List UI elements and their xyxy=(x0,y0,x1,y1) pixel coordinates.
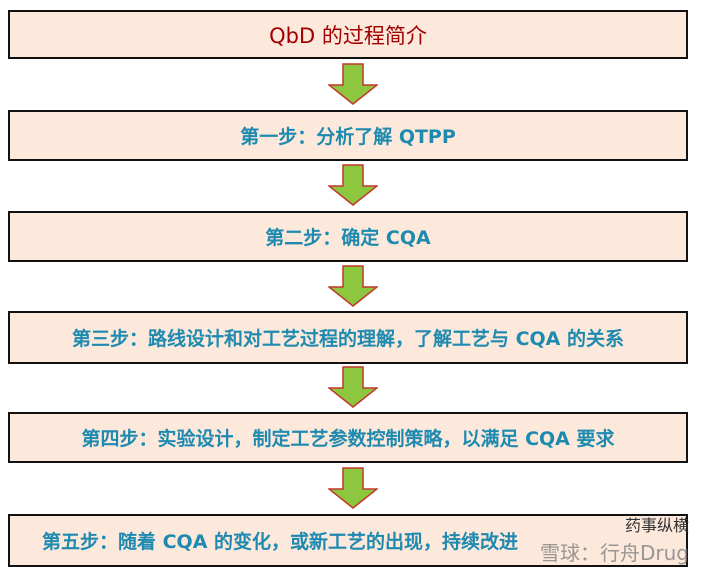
down-arrow-icon xyxy=(328,164,378,206)
down-arrow-icon xyxy=(328,63,378,105)
step-2-box: 第二步：确定 CQA xyxy=(8,211,688,262)
down-arrow-icon xyxy=(328,366,378,408)
step-1-box: 第一步：分析了解 QTPP xyxy=(8,110,688,161)
step-3-box: 第三步：路线设计和对工艺过程的理解，了解工艺与 CQA 的关系 xyxy=(8,311,688,364)
step-4-box: 第四步：实验设计，制定工艺参数控制策略，以满足 CQA 要求 xyxy=(8,412,688,463)
title-box: QbD 的过程简介 xyxy=(8,10,688,59)
down-arrow-icon xyxy=(328,265,378,307)
down-arrow-icon xyxy=(328,467,378,509)
step-5-box: 第五步：随着 CQA 的变化，或新工艺的出现，持续改进 xyxy=(8,514,688,567)
step-4-text: 第四步：实验设计，制定工艺参数控制策略，以满足 CQA 要求 xyxy=(81,428,615,450)
step-3-text: 第三步：路线设计和对工艺过程的理解，了解工艺与 CQA 的关系 xyxy=(71,328,625,350)
step-5-text: 第五步：随着 CQA 的变化，或新工艺的出现，持续改进 xyxy=(42,531,519,553)
watermark-text-2: 雪球：行舟Drug xyxy=(540,541,689,565)
step-2-text: 第二步：确定 CQA xyxy=(265,227,431,249)
step-1-text: 第一步：分析了解 QTPP xyxy=(240,126,456,148)
diagram-title: QbD 的过程简介 xyxy=(269,23,427,48)
watermark-text-1: 药事纵横 xyxy=(624,516,689,535)
